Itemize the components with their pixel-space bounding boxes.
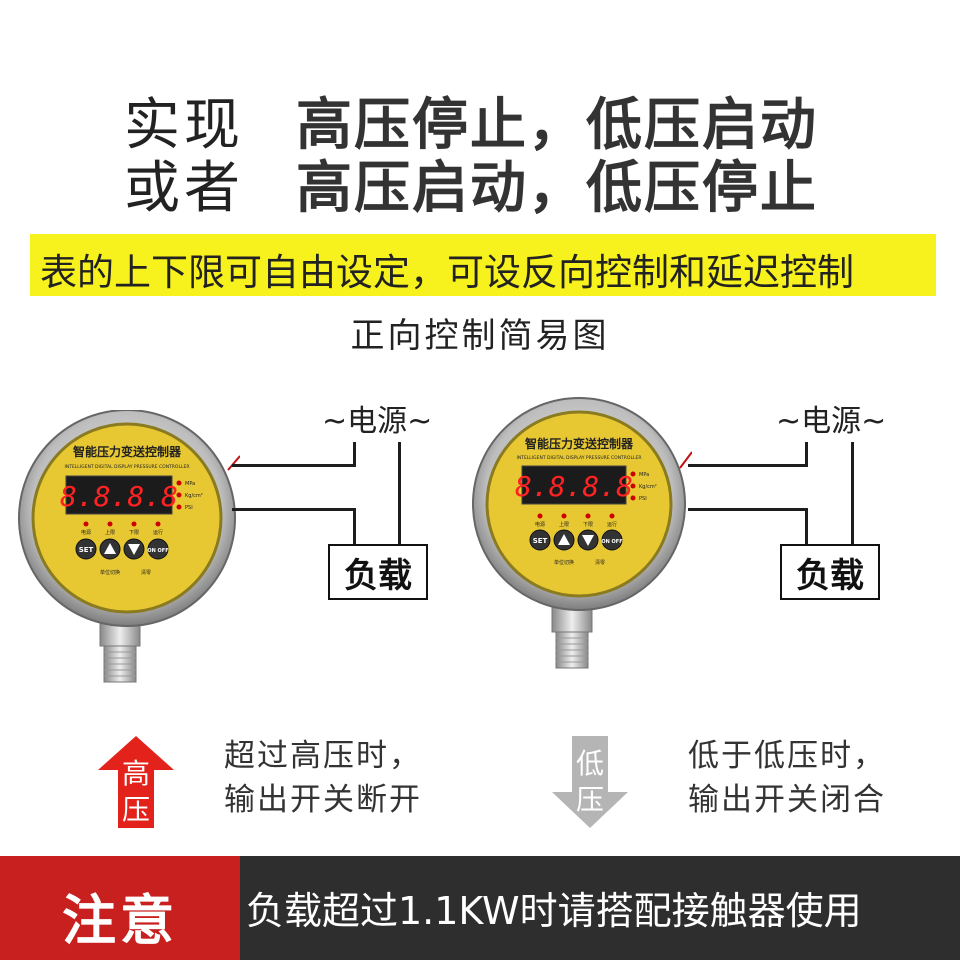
indicator-lower: 下限 [129,529,139,536]
indicator-upper-right: 上限 [559,521,569,528]
unit-psi: PSI [185,505,193,511]
low-desc: 低于低压时， 输出开关闭合 [688,734,886,822]
wire-right-power-v [851,442,854,544]
down-arrow-icon [128,544,140,555]
indicator-run-right: 运行 [607,521,617,528]
onoff-button[interactable] [147,538,169,560]
notice-label-box: 注意 [0,856,240,960]
header-label-1: 实现 [124,93,244,158]
wire-right-top-v [805,442,808,467]
up-arrow-icon [104,543,116,554]
gauge-drawing: 智能压力变送控制器 INTELLIGENT DIGITAL DISPLAY PR… [18,409,241,683]
low-arrow-label-2: 压 [575,783,604,816]
down-arrow-icon-right [582,535,594,546]
wire-right-bottom-v [805,508,808,544]
unit-switch-label: 单位切换 [100,569,120,576]
set-button-label: SET [79,546,94,554]
set-button-right[interactable] [529,529,551,551]
power-label-right: ~电源~ [776,404,887,439]
notice-label: 注意 [62,889,178,952]
wire-left-top-v [353,442,356,467]
gauge-title: 智能压力变送控制器 [72,444,182,459]
onoff-button-label-right: ON OFF [601,539,622,545]
unit-psi-right: PSI [639,496,647,502]
unit-kgcm-right: Kg/cm² [639,484,657,490]
header-label-2: 或者 [124,156,244,221]
indicator-upper: 上限 [105,529,115,536]
unit-kgcm: Kg/cm² [185,493,203,499]
yellow-banner: 表的上下限可自由设定，可设反向控制和延迟控制 [30,234,936,296]
zero-label: 清零 [141,569,151,576]
pressure-controller-right: 智能压力变送控制器 INTELLIGENT DIGITAL DISPLAY PR… [466,396,693,685]
indicator-power: 电源 [81,529,91,536]
indicator-run: 运行 [153,529,163,536]
wire-left-bottom [232,508,356,511]
arrow-down-icon [552,736,628,828]
power-label-left: ~电源~ [322,404,433,439]
high-desc-line-2: 输出开关断开 [224,782,422,818]
low-arrow-label-1: 低 [575,747,604,780]
wire-left-bottom-v [353,508,356,544]
gauge-subtitle: INTELLIGENT DIGITAL DISPLAY PRESSURE CON… [65,464,190,470]
low-desc-line-2: 输出开关闭合 [688,782,886,818]
diagram-title: 正向控制简易图 [350,316,610,356]
load-box-right: 负载 [780,544,880,600]
high-arrow-label-1: 高 [121,757,150,790]
low-desc-line-1: 低于低压时， [688,738,886,774]
unit-mpa: MPa [185,481,195,487]
set-button-label-right: SET [533,537,548,545]
up-arrow-icon-right [558,534,570,545]
set-button[interactable] [75,538,97,560]
led-display: 8.8.8.8 [60,480,178,513]
gauge-subtitle-right: INTELLIGENT DIGITAL DISPLAY PRESSURE CON… [517,455,642,461]
gauge-title-right: 智能压力变送控制器 [524,436,634,451]
wire-left-top [232,464,356,467]
gauge-drawing-right: 智能压力变送控制器 INTELLIGENT DIGITAL DISPLAY PR… [472,397,693,669]
wire-left-power-v [398,442,401,544]
load-box-left: 负载 [328,544,428,600]
onoff-button-right[interactable] [601,529,623,551]
header-text-2: 高压启动，低压停止 [296,156,818,221]
arrow-up-icon [98,736,174,828]
unit-switch-label-right: 单位切换 [554,559,574,566]
banner-text: 表的上下限可自由设定，可设反向控制和延迟控制 [40,251,854,294]
pressure-controller-left: 智能压力变送控制器 INTELLIGENT DIGITAL DISPLAY PR… [14,409,241,699]
header-text-1: 高压停止，低压启动 [296,93,818,158]
zero-label-right: 清零 [595,559,605,566]
indicator-power-right: 电源 [535,521,545,528]
unit-mpa-right: MPa [639,472,649,478]
wire-right-bottom [688,508,808,511]
led-display-right: 8.8.8.8 [515,470,633,503]
high-desc: 超过高压时， 输出开关断开 [224,734,422,822]
header-row-1: 实现 高压停止，低压启动 [0,80,960,158]
onoff-button-label: ON OFF [147,548,168,554]
header-row-2: 或者 高压启动，低压停止 [0,143,960,221]
indicator-lower-right: 下限 [583,521,593,528]
high-arrow-label-2: 压 [121,793,150,826]
high-desc-line-1: 超过高压时， [224,738,422,774]
notice-text: 负载超过1.1KW时请搭配接触器使用 [246,889,862,933]
wire-right-top [688,464,808,467]
